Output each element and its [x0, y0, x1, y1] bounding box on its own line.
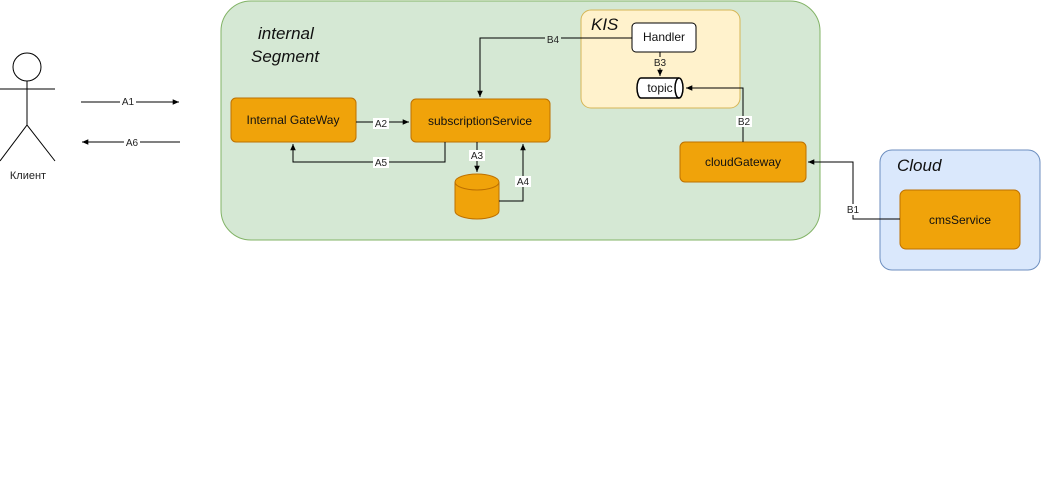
internal-gateway-node[interactable]: Internal GateWay — [230, 97, 357, 143]
subscription-service-label: subscriptionService — [428, 114, 532, 128]
topic-label: topic — [647, 81, 672, 95]
edge-a6-label: A6 — [126, 138, 139, 149]
subscription-service-node[interactable]: subscriptionService — [410, 98, 551, 143]
edge-a5-label: A5 — [375, 158, 388, 169]
edge-b4[interactable] — [477, 37, 632, 97]
edges — [81, 37, 900, 220]
edge-a2-label: A2 — [375, 119, 388, 130]
actor-head — [12, 52, 42, 82]
edge-a4-label: A4 — [517, 177, 530, 188]
edge-b4-label: B4 — [547, 35, 560, 46]
cms-service-node[interactable]: cmsService — [899, 189, 1021, 250]
topic-queue-node[interactable]: topic — [636, 77, 684, 99]
edge-a1-label: A1 — [122, 97, 135, 108]
edge-b1[interactable] — [808, 159, 900, 220]
cloud-gateway-label: cloudGateway — [705, 155, 781, 169]
client-actor[interactable] — [0, 52, 56, 162]
handler-node[interactable]: Handler — [631, 22, 697, 53]
cms-service-label: cmsService — [929, 213, 991, 227]
edge-labels: A1 A6 A2 A5 A3 A4 B1 B2 B3 B4 — [120, 34, 861, 216]
database-node[interactable] — [454, 173, 500, 220]
internal-gateway-label: Internal GateWay — [247, 113, 340, 127]
edge-a3-label: A3 — [471, 151, 484, 162]
kis-title: KIS — [591, 15, 619, 34]
cloud-gateway-node[interactable]: cloudGateway — [679, 141, 807, 183]
edge-a4[interactable] — [499, 144, 526, 202]
cloud-title: Cloud — [897, 156, 942, 175]
handler-label: Handler — [643, 30, 685, 44]
edge-b2-label: B2 — [738, 117, 751, 128]
edge-b1-label: B1 — [847, 205, 860, 216]
client-label: Клиент — [10, 170, 46, 182]
internal-segment-title-line1: internal — [258, 24, 315, 43]
edge-b3-label: B3 — [654, 58, 667, 69]
edge-a5[interactable] — [290, 142, 446, 163]
internal-segment-title-line2: Segment — [251, 47, 320, 66]
